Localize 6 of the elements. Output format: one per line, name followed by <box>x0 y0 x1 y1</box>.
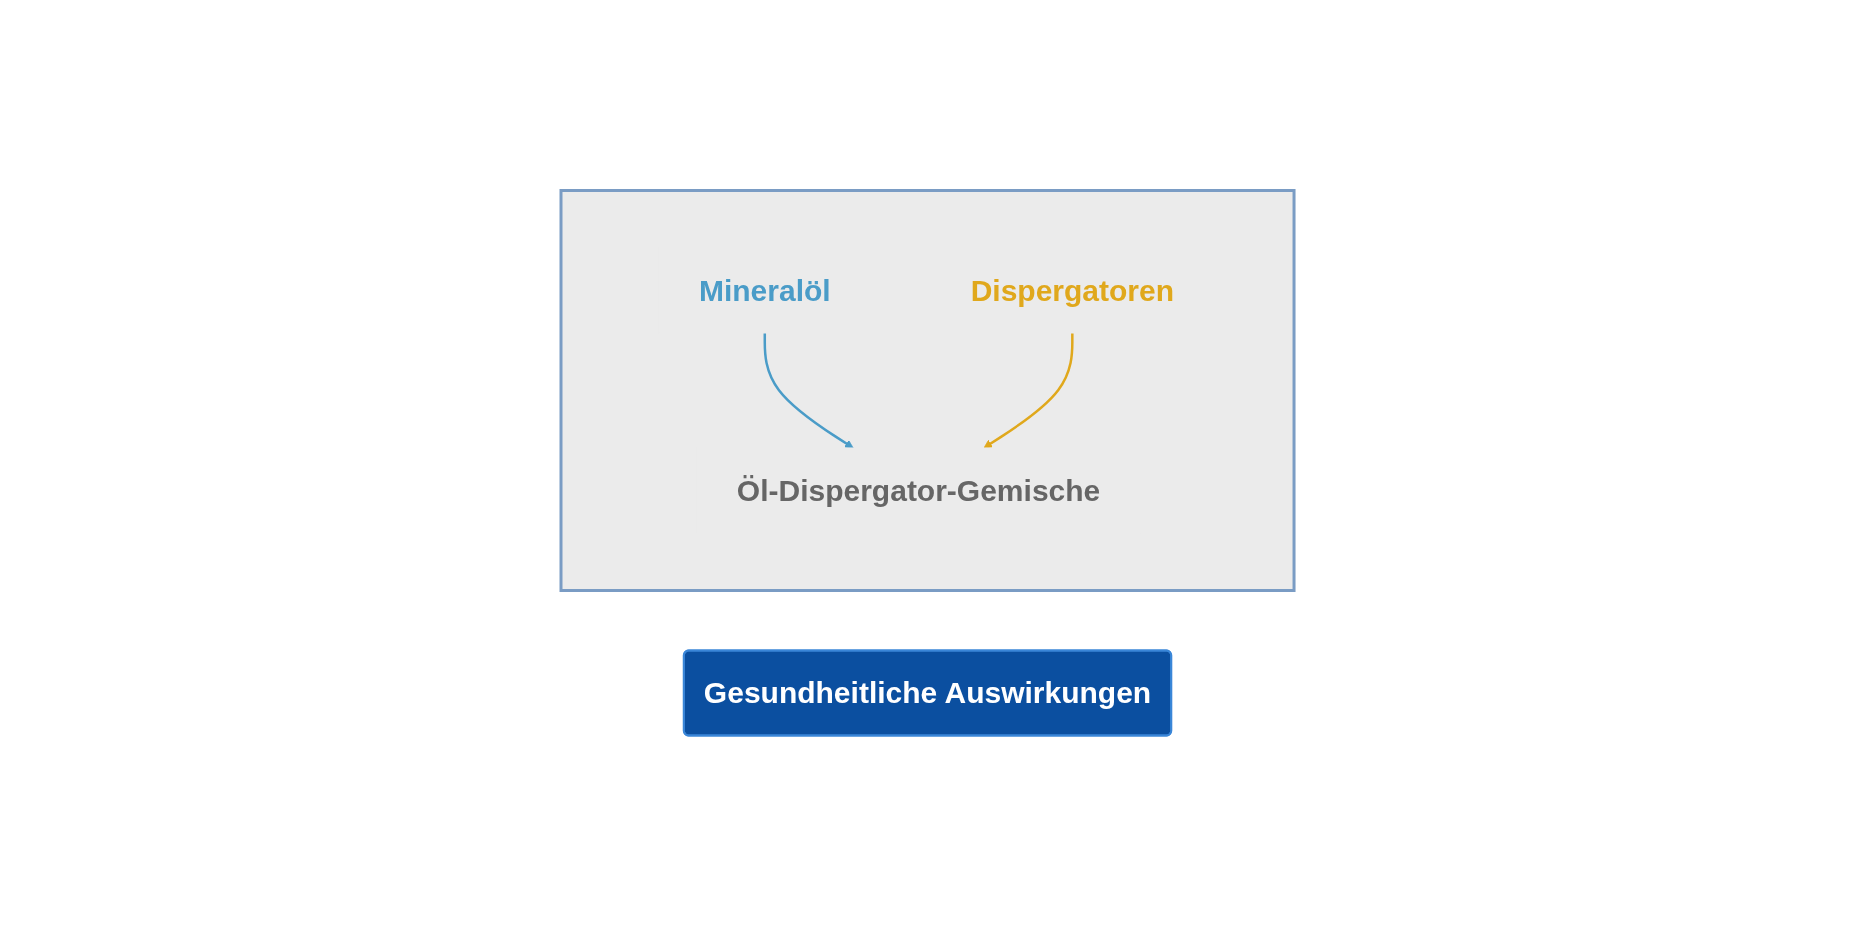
node-text: Dispergatoren <box>971 273 1175 307</box>
arrow <box>764 332 855 448</box>
arrow <box>984 332 1075 448</box>
node-text: Mineralöl <box>699 273 832 307</box>
cluster <box>560 188 1296 592</box>
node-text: Öl-Dispergator-Gemische <box>737 473 1101 507</box>
